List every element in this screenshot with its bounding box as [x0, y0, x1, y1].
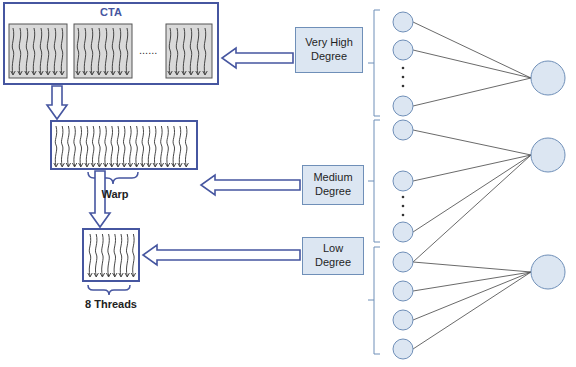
thread-stroke — [83, 28, 87, 75]
thread-stroke — [94, 234, 98, 277]
group-label: 8 Threads — [85, 298, 137, 310]
degree-box: Low Degree — [302, 237, 364, 275]
degree-label: Low Degree — [308, 242, 358, 270]
thread-stroke — [90, 28, 94, 75]
thread-stroke — [60, 126, 64, 167]
thread-stroke — [88, 234, 92, 277]
degree-label: Very High Degree — [301, 36, 357, 64]
thread-brace — [88, 285, 130, 295]
thread-stroke — [141, 126, 145, 167]
warp-tile — [9, 24, 67, 78]
ellipsis-label: ...... — [139, 44, 157, 56]
thread-stroke — [100, 234, 104, 277]
warp-tile — [74, 24, 132, 78]
thread-stroke — [103, 126, 107, 167]
thread-stroke — [11, 28, 15, 75]
thread-stroke — [91, 126, 95, 167]
thread-stroke — [128, 126, 132, 167]
degree-box: Very High Degree — [295, 27, 363, 73]
degree-brackets — [368, 10, 380, 354]
thread-stroke — [203, 28, 207, 75]
thread-stroke — [60, 28, 64, 75]
thread-stroke — [196, 28, 200, 75]
thread-stroke — [125, 28, 129, 75]
ellipsis-dots — [402, 67, 405, 217]
block-arrow — [47, 86, 67, 119]
thread-stroke — [32, 28, 36, 75]
thread-stroke — [18, 28, 22, 75]
thread-stroke — [97, 28, 101, 75]
cta-box: CTA — [3, 2, 219, 85]
thread-stroke — [165, 126, 169, 167]
thread-stroke — [76, 28, 80, 75]
thread-stroke — [189, 28, 193, 75]
thread-stroke — [85, 126, 89, 167]
thread-stroke — [178, 126, 182, 167]
thread-stroke — [25, 28, 29, 75]
block-arrow — [143, 245, 300, 265]
thread-stroke — [106, 234, 110, 277]
thread-stroke — [53, 28, 57, 75]
thread-stroke — [147, 126, 151, 167]
warp-box: Warp — [50, 120, 198, 170]
thread-stroke — [113, 234, 117, 277]
thread-stroke — [175, 28, 179, 75]
thread-stroke — [54, 126, 58, 167]
graph-edges — [413, 22, 531, 349]
thread-stroke — [104, 28, 108, 75]
warp-tile — [166, 24, 212, 78]
thread-stroke — [39, 28, 43, 75]
thread-stroke — [72, 126, 76, 167]
box-title: CTA — [5, 6, 217, 18]
thread-stroke — [111, 28, 115, 75]
thread-stroke — [97, 126, 101, 167]
thread-stroke — [159, 126, 163, 167]
thread-stroke — [116, 126, 120, 167]
thread-stroke — [66, 126, 70, 167]
thread-stroke — [122, 126, 126, 167]
thread-stroke — [110, 126, 114, 167]
thread-stroke — [79, 126, 83, 167]
vertex-circles — [393, 12, 565, 359]
thread-stroke — [168, 28, 172, 75]
thread-stroke — [118, 28, 122, 75]
block-arrow — [222, 48, 293, 68]
block-arrow — [201, 175, 300, 195]
thread-stroke — [184, 126, 188, 167]
thread-group-box: 8 Threads — [82, 228, 140, 282]
thread-strokes — [11, 28, 207, 277]
thread-stroke — [46, 28, 50, 75]
thread-stroke — [134, 126, 138, 167]
thread-stroke — [119, 234, 123, 277]
thread-stroke — [153, 126, 157, 167]
thread-stroke — [131, 234, 135, 277]
group-label: Warp — [101, 188, 128, 200]
degree-box: Medium Degree — [302, 165, 364, 205]
degree-label: Medium Degree — [308, 171, 358, 199]
thread-stroke — [172, 126, 176, 167]
thread-stroke — [182, 28, 186, 75]
thread-stroke — [125, 234, 129, 277]
